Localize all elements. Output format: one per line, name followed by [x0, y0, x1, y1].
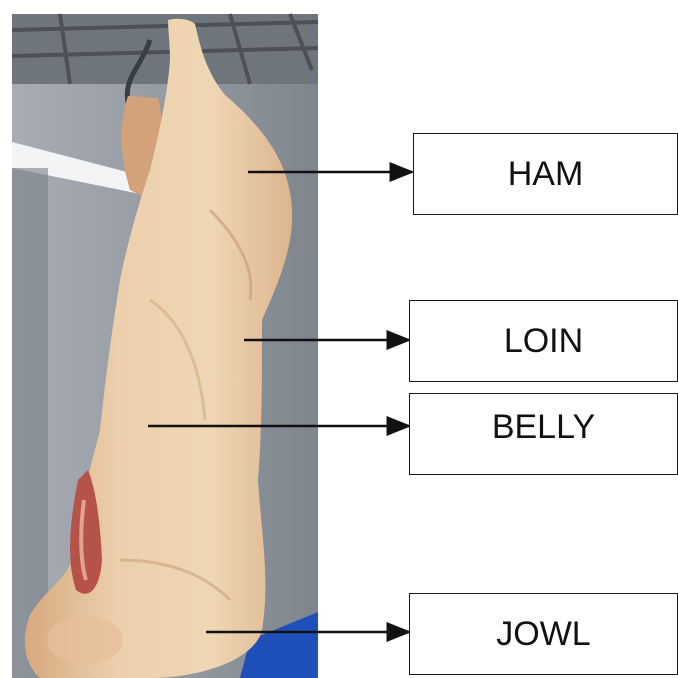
label-box-loin: LOIN — [409, 300, 678, 382]
label-box-belly: BELLY — [409, 393, 678, 475]
label-ham: HAM — [508, 155, 584, 194]
label-loin: LOIN — [504, 322, 583, 361]
label-jowl: JOWL — [496, 615, 590, 654]
label-box-jowl: JOWL — [409, 593, 678, 675]
label-belly: BELLY — [492, 408, 595, 447]
label-box-ham: HAM — [413, 133, 678, 215]
